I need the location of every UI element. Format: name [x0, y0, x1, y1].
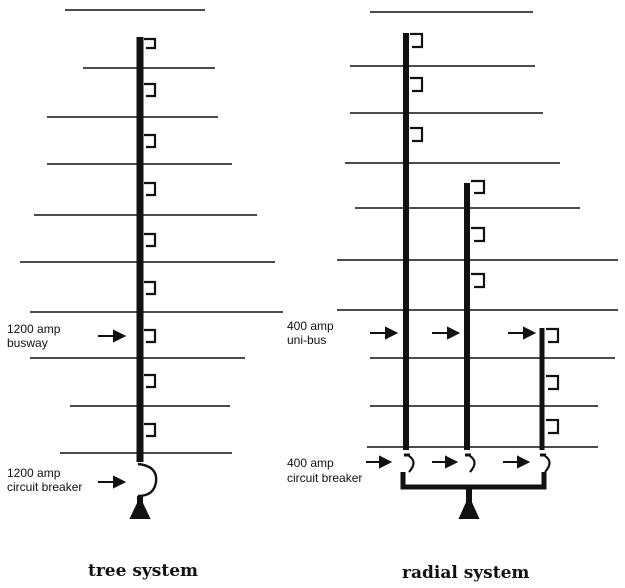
- radial-breaker-arrow-2: [445, 455, 459, 469]
- radial-plug-unit: [471, 226, 486, 243]
- tree-floor-lines: [20, 9, 283, 454]
- tree-feed-arrow: [129, 496, 151, 519]
- radial-system-caption: radial system: [402, 563, 530, 583]
- tree-plug-unit: [144, 181, 157, 197]
- radial-breaker-arc: [469, 455, 476, 473]
- radial-plug-unit: [410, 32, 424, 49]
- tree-breaker-label-1: 1200 amp: [7, 466, 61, 480]
- radial-breaker-arrow-3: [517, 455, 531, 469]
- radial-circuit-breakers: [404, 453, 551, 473]
- tree-breaker-label-2: circuit breaker: [7, 480, 83, 494]
- tree-circuit-breaker-arc: [137, 462, 158, 498]
- radial-breaker-label-2: circuit breaker: [287, 471, 363, 485]
- radial-plug-unit: [471, 272, 486, 289]
- tree-plug-unit: [144, 82, 157, 98]
- tree-system-caption: tree system: [88, 561, 199, 581]
- tree-plug-unit: [144, 280, 157, 296]
- radial-plug-unit: [546, 327, 560, 344]
- radial-unibus-label-2: uni-bus: [287, 333, 327, 347]
- tree-plug-units: [144, 37, 157, 438]
- tree-busway-arrow: [113, 329, 127, 343]
- radial-unibus-arrow-2: [447, 326, 461, 340]
- radial-plug-unit: [410, 76, 424, 93]
- radial-plug-unit: [471, 179, 486, 195]
- tree-plug-unit: [144, 232, 157, 248]
- tree-plug-unit: [144, 37, 157, 50]
- radial-unibus-arrow-1: [385, 326, 399, 340]
- radial-unibus-label-1: 400 amp: [287, 319, 334, 333]
- tree-breaker-arrow: [113, 475, 127, 489]
- radial-plug-unit: [410, 126, 424, 143]
- tree-plug-unit: [144, 133, 157, 149]
- tree-plug-unit: [144, 422, 157, 438]
- tree-busway-label-2: busway: [7, 336, 48, 350]
- tree-plug-unit: [144, 328, 157, 344]
- radial-unibus-arrow-3: [523, 326, 537, 340]
- tree-busway-label-1: 1200 amp: [7, 322, 61, 336]
- radial-plug-units: [410, 32, 560, 435]
- radial-plug-unit: [546, 418, 560, 435]
- radial-breaker-arrow-1: [379, 455, 393, 469]
- radial-feed-arrow: [458, 495, 480, 519]
- radial-breaker-arc: [408, 455, 415, 473]
- radial-breaker-label-1: 400 amp: [287, 456, 334, 470]
- radial-breaker-arc: [544, 455, 551, 473]
- radial-floor-lines: [337, 11, 618, 448]
- radial-plug-unit: [546, 374, 560, 391]
- tree-plug-unit: [144, 373, 157, 389]
- radial-feeder-bus: [400, 472, 547, 490]
